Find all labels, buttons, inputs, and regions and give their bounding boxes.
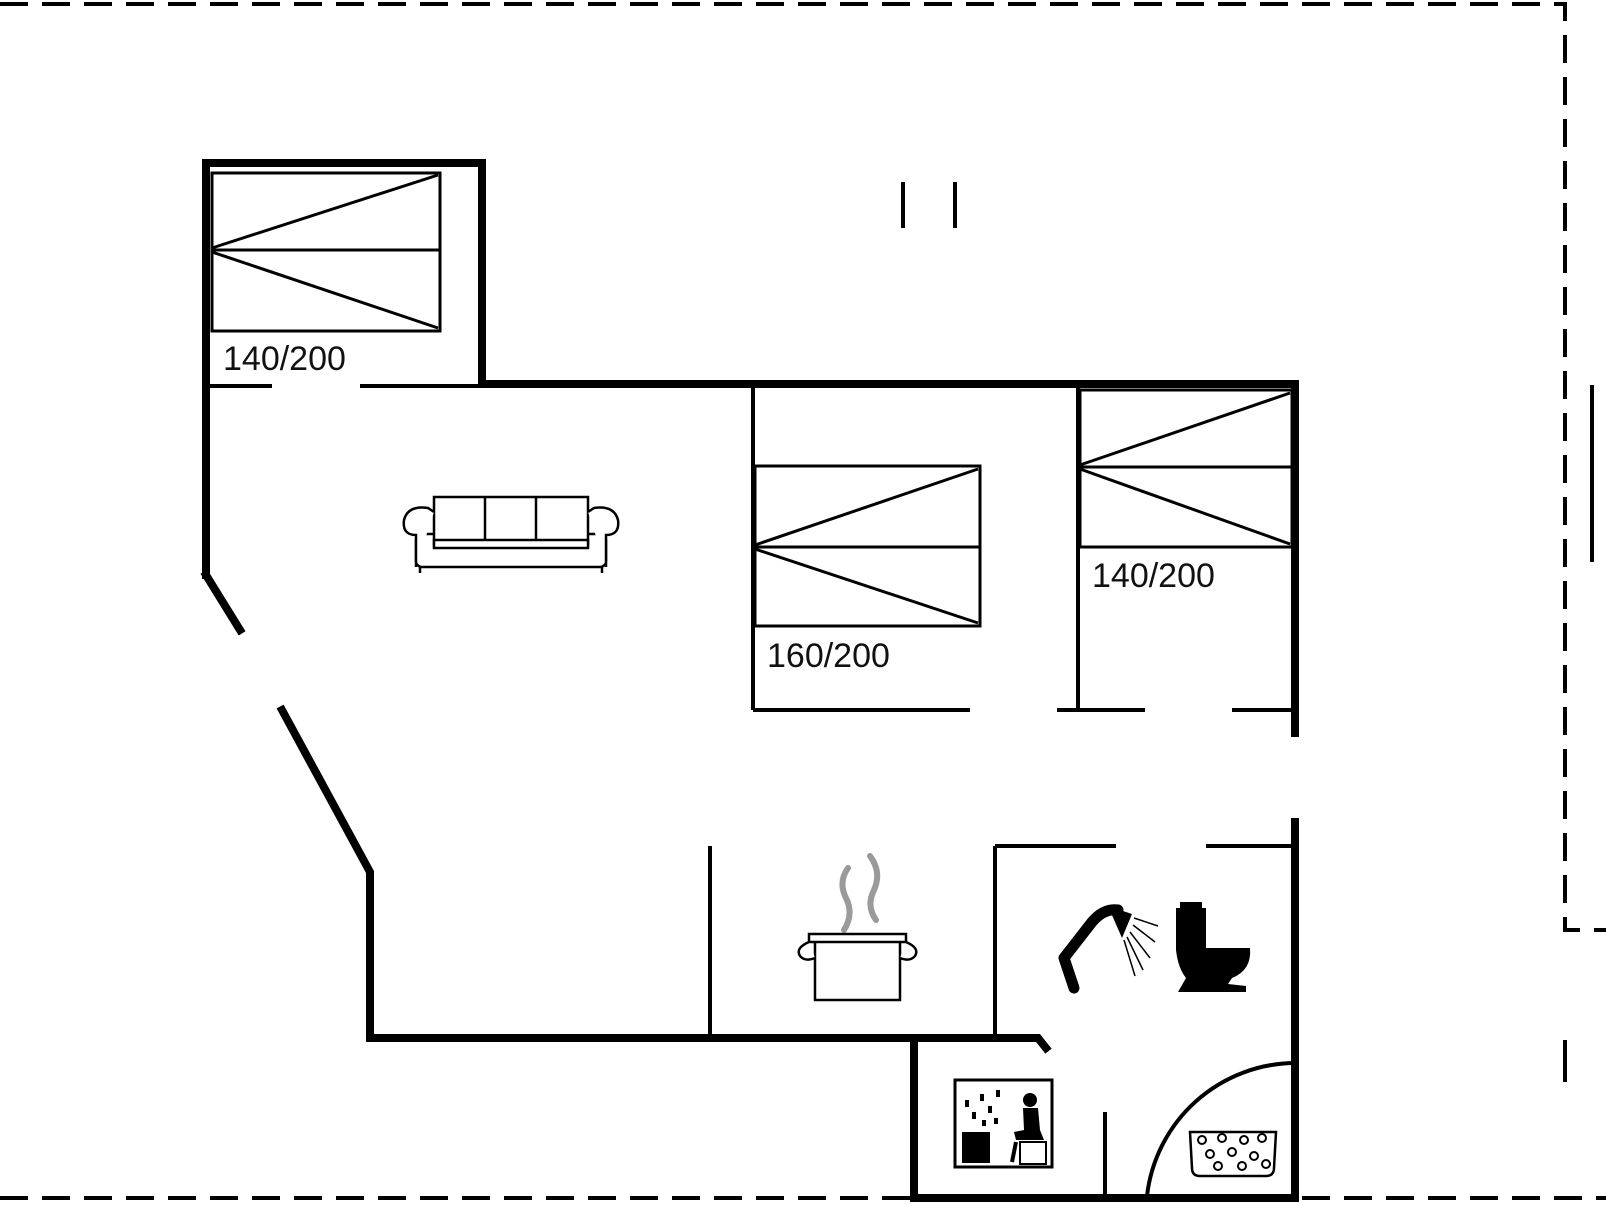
bed-middle [753,464,982,628]
shower-icon [1058,904,1159,994]
hot-tub-icon [1188,1130,1278,1178]
bed-size-label: 140/200 [223,340,346,378]
bed-right [1078,388,1294,549]
exterior-walls [200,159,1299,1202]
sofa-icon [402,495,620,573]
bed-top-left [210,171,442,333]
bed-size-label: 160/200 [767,637,890,675]
cooking-pot-icon [797,853,918,1002]
bed-size-label: 140/200 [1092,557,1215,595]
interior-walls [210,384,1296,1197]
sauna-icon [953,1078,1054,1169]
toilet-icon [1176,902,1251,992]
